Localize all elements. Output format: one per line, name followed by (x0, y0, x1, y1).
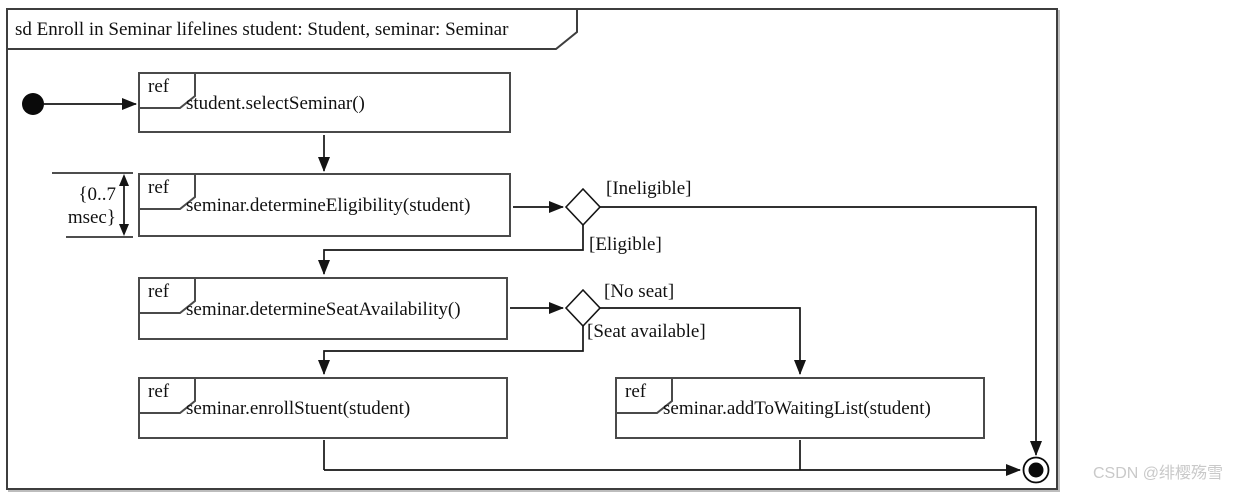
ref-box-determine-eligibility: ref seminar.determineEligibility(student… (138, 173, 511, 237)
ref-keyword: ref (625, 381, 647, 402)
activity-label: seminar.addToWaitingList(student) (663, 397, 931, 419)
ref-box-select-seminar: ref student.selectSeminar() (138, 72, 511, 133)
ref-box-add-to-waiting-list: ref seminar.addToWaitingList(student) (615, 377, 985, 439)
flow-seatavailable-to-enroll (318, 326, 584, 375)
guard-eligible: [Eligible] (589, 234, 662, 255)
guard-no-seat: [No seat] (604, 281, 675, 302)
activity-label: seminar.determineSeatAvailability() (186, 298, 461, 320)
csdn-watermark: CSDN @绯樱殇雪 (1093, 465, 1224, 482)
frame-title-tab (6, 8, 578, 50)
frame-title: sd Enroll in Seminar lifelines student: … (15, 19, 509, 40)
flow-noseat-to-waitlist (600, 307, 806, 375)
ref-tab-shape (140, 379, 196, 414)
seat-availability-decision-diamond (564, 288, 602, 328)
time-constraint-arrow-up (119, 174, 129, 186)
time-constraint-arrow-down (119, 224, 129, 236)
ref-tab-shape (617, 379, 673, 414)
guard-ineligible: [Ineligible] (606, 178, 692, 199)
ref-tab-shape (140, 175, 196, 210)
flow-ineligible-to-final (600, 206, 1042, 456)
ref-keyword: ref (148, 76, 170, 97)
ref-keyword: ref (148, 177, 170, 198)
ref-tab-shape (140, 74, 196, 109)
activity-label: seminar.enrollStuent(student) (186, 397, 411, 419)
ref-box-determine-seat-availability: ref seminar.determineSeatAvailability() (138, 277, 508, 340)
ref-keyword: ref (148, 381, 170, 402)
activity-label: seminar.determineEligibility(student) (186, 194, 471, 216)
activity-label: student.selectSeminar() (186, 92, 365, 114)
time-constraint-label: {0..7 msec} (67, 184, 116, 228)
ref-keyword: ref (148, 281, 170, 302)
final-node-core (1028, 462, 1044, 478)
flow-eligible-to-seats (318, 225, 584, 275)
ref-box-enroll-student: ref seminar.enrollStuent(student) (138, 377, 508, 439)
guard-seat-available: [Seat available] (587, 321, 706, 342)
eligibility-decision-diamond (564, 187, 602, 227)
initial-node (22, 93, 44, 115)
ref-tab-shape (140, 279, 196, 314)
